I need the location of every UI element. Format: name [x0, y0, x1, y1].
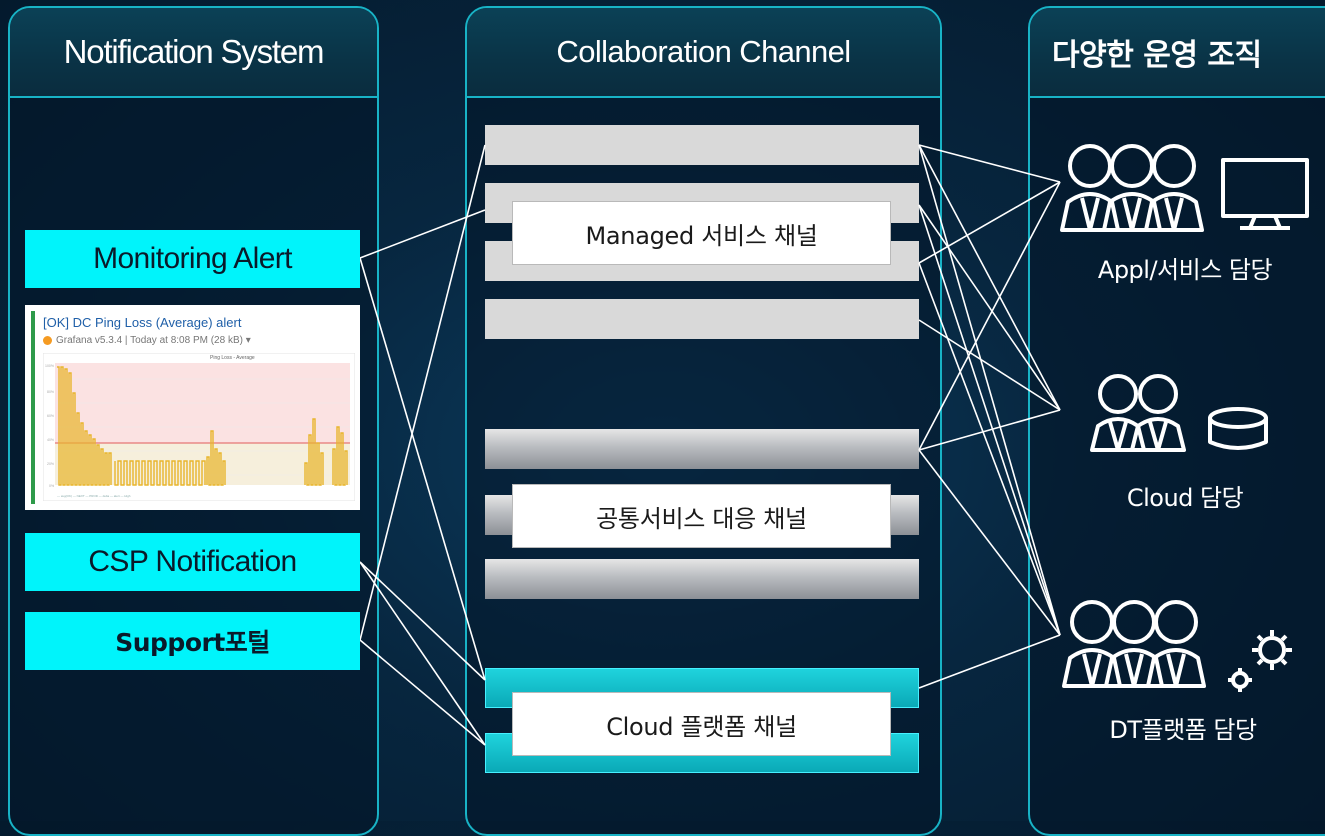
ping-loss-chart: 100% 80% 60% 40% 20% 0% — avg(OK) — NEXT… [43, 353, 355, 501]
cloud-team-label: Cloud 담당 [1126, 484, 1244, 512]
cloud-platform-channel: Cloud 플랫폼 채널 [512, 692, 891, 756]
y-tick-40: 40% [47, 438, 54, 442]
legend-text: — avg(OK) — NEXT — PROD — delta — alert … [57, 494, 131, 498]
operations-organization-title: 다양한 운영 조직 [1030, 8, 1325, 98]
users-database-icon [1090, 374, 1268, 452]
common-strip-3 [485, 559, 919, 599]
common-service-channel: 공통서비스 대응 채널 [512, 484, 891, 548]
alert-preview: [OK] DC Ping Loss (Average) alert Grafan… [25, 305, 360, 510]
alert-title: [OK] DC Ping Loss (Average) alert [43, 315, 242, 330]
grafana-icon [43, 335, 52, 345]
managed-strip-1 [485, 125, 919, 165]
y-tick-100: 100% [45, 364, 54, 368]
common-strip-1 [485, 429, 919, 469]
collaboration-channel-title: Collaboration Channel [467, 8, 940, 98]
dt-platform-team-label: DT플랫폼 담당 [1109, 716, 1257, 744]
users-gears-icon [1062, 600, 1292, 692]
alert-status-bar [31, 311, 35, 504]
managed-strip-4 [485, 299, 919, 339]
y-tick-80: 80% [47, 390, 54, 394]
chart-title: Ping Loss - Average [210, 355, 255, 361]
appl-service-team-label: Appl/서비스 담당 [1097, 256, 1273, 284]
users-monitor-icon [1060, 144, 1309, 232]
alert-meta: Grafana v5.3.4 | Today at 8:08 PM (28 kB… [43, 335, 251, 346]
managed-service-channel: Managed 서비스 채널 [512, 201, 891, 265]
y-tick-20: 20% [47, 462, 54, 466]
monitoring-alert-box: Monitoring Alert [25, 230, 360, 288]
notification-system-title: Notification System [10, 8, 377, 98]
csp-notification-box: CSP Notification [25, 533, 360, 591]
alert-meta-text: Grafana v5.3.4 | Today at 8:08 PM (28 kB… [56, 335, 251, 346]
y-tick-60: 60% [47, 414, 54, 418]
support-portal-box: Support포털 [25, 612, 360, 670]
operations-organization-panel: 다양한 운영 조직 [1028, 6, 1325, 836]
y-tick-0: 0% [49, 484, 54, 488]
